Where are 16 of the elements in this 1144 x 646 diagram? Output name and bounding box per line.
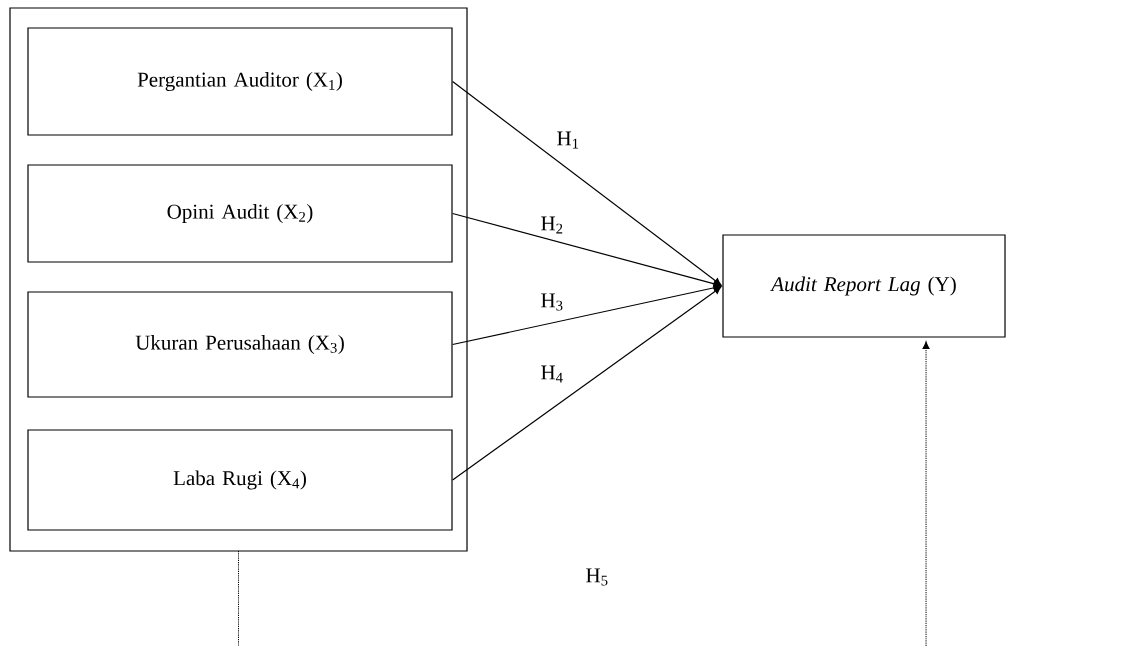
edge-label: H$_{4}$ — [541, 365, 563, 383]
arrow — [452, 286, 722, 481]
arrow — [452, 284, 721, 346]
arrow — [452, 212, 721, 288]
edge-label: H$_{1}$ — [557, 131, 579, 149]
variable-box: Laba Rugi (X$_{4}$) — [27, 429, 453, 531]
variable-box: Ukuran Perusahaan (X$_{3}$) — [27, 291, 453, 398]
hypothesis-label: H$_{5}$ — [586, 568, 608, 586]
group-box — [9, 7, 468, 552]
arrow — [452, 80, 722, 286]
variable-box: Pergantian Auditor (X$_{1}$) — [27, 27, 453, 136]
variable-box: Opini Audit (X$_{2}$) — [27, 164, 453, 263]
arrow — [238, 341, 930, 646]
edge-label: H$_{3}$ — [541, 293, 563, 311]
variable-box: Audit Report Lag (Y) — [722, 234, 1006, 338]
edge-label: H$_{2}$ — [541, 216, 563, 234]
